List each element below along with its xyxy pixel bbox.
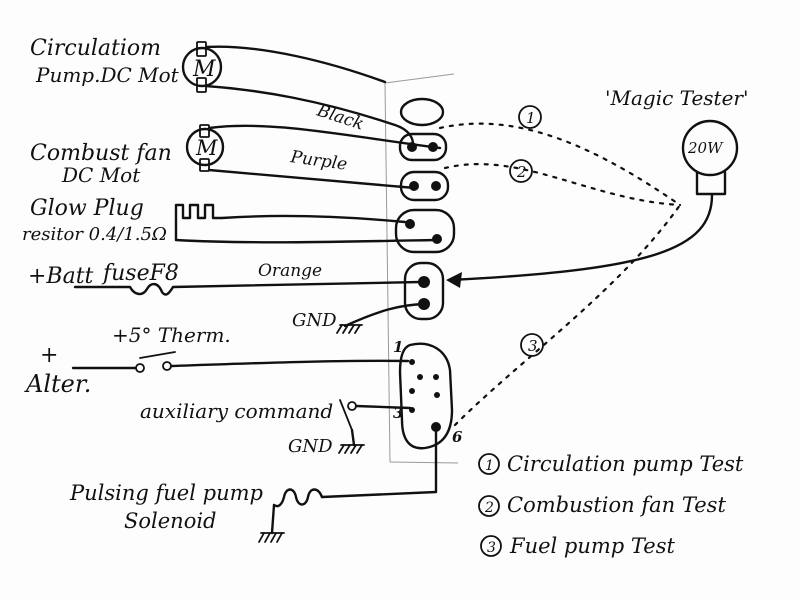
test-marker-2: 2 (509, 159, 533, 183)
gnd-label-aux: GND (288, 436, 333, 457)
glow-plug-resistor (174, 203, 224, 242)
svg-text:2: 2 (484, 500, 494, 516)
connector-blank-terminal (399, 97, 445, 127)
test-marker-3: 3 (520, 333, 544, 357)
aux-command-label: auxiliary command (140, 399, 333, 423)
wire-label-orange: Orange (258, 261, 322, 281)
circulation-pump-motor-symbol: M (192, 57, 216, 82)
aux-switch-lever (339, 399, 353, 431)
panel-top-edge (384, 73, 455, 84)
probe-line-3 (453, 203, 682, 427)
gnd-label-top: GND (292, 310, 337, 331)
probe-line-1 (438, 122, 682, 207)
alternator-label: Alter. (24, 370, 91, 398)
pin-label-6: 6 (452, 428, 463, 446)
connector-comb-fan (399, 170, 450, 202)
wire-label-black: Black (314, 100, 367, 134)
test-marker-1: 1 (518, 105, 542, 129)
legend-text-1: Circulation pump Test (507, 452, 744, 476)
arrow-to-battery-terminal (446, 272, 462, 288)
glow-plug-label-1: Glow Plug (30, 196, 144, 221)
connector-circ-pump (398, 132, 448, 162)
probe-line-2 (443, 163, 682, 207)
combustion-fan-label-2: DC Mot (61, 163, 141, 187)
legend-item-1: 1 Circulation pump Test (478, 452, 744, 476)
legend: 1 Circulation pump Test 2 Combustion fan… (478, 452, 744, 558)
legend-text-2: Combustion fan Test (507, 493, 726, 517)
glow-plug-label-2: resitor 0.4/1.5Ω (22, 224, 167, 245)
svg-text:3: 3 (528, 337, 538, 355)
ground-symbol-top (336, 324, 363, 334)
wire-fan-top (207, 124, 442, 150)
svg-text:3: 3 (487, 540, 496, 556)
wire-aux (354, 404, 412, 410)
circulation-pump-label-1: Circulatiom (30, 36, 161, 61)
panel-bottom-edge (389, 461, 459, 464)
wire-glow-top (220, 214, 407, 224)
circulation-pump-label-2: Pump.DC Mot (35, 63, 180, 87)
pin-label-1: 1 (393, 338, 403, 356)
legend-text-3: Fuel pump Test (509, 534, 675, 558)
fuel-solenoid-label-1: Pulsing fuel pump (69, 481, 263, 505)
ground-symbol-aux (338, 444, 365, 454)
svg-text:2: 2 (516, 163, 527, 181)
panel-left-edge (384, 82, 391, 463)
battery-label: +Batt (28, 264, 94, 289)
connector-6-pin (398, 342, 454, 450)
svg-text:1: 1 (526, 109, 536, 127)
alternator-plus-label: + (40, 343, 58, 368)
wire-tester-to-battery (448, 193, 714, 282)
combustion-fan-label-1: Combust fan (30, 141, 172, 166)
connector-glow-plug (394, 208, 456, 254)
wire-purple (207, 168, 417, 190)
wire-gnd-top (343, 302, 426, 328)
svg-text:1: 1 (485, 458, 494, 474)
combustion-fan-motor-symbol: M (195, 136, 218, 160)
combustion-fan-motor: M (185, 124, 225, 172)
fuel-solenoid-coil (272, 488, 324, 508)
tester-rating-label: 20W (687, 139, 724, 157)
wire-black (204, 84, 414, 150)
legend-item-2: 2 Combustion fan Test (478, 493, 726, 517)
ground-symbol-fuel (258, 532, 285, 543)
wire-label-purple: Purple (288, 147, 348, 175)
wire-orange (73, 280, 422, 296)
wire-fuel-pin6 (320, 428, 438, 499)
legend-item-3: 3 Fuel pump Test (480, 534, 675, 558)
pin-label-3: 3 (393, 404, 403, 422)
wire-thermostat (169, 359, 410, 368)
fuse-label: fuseF8 (101, 261, 179, 286)
thermostat-label: +5° Therm. (112, 323, 231, 347)
tester-lamp: 20W (681, 119, 739, 196)
fuel-solenoid-label-2: Solenoid (124, 509, 217, 533)
thermostat-switch (139, 351, 176, 359)
magic-tester-title: 'Magic Tester' (605, 86, 748, 110)
connector-battery (403, 261, 445, 321)
wire-aux-gnd (350, 428, 356, 447)
circulation-pump-motor: M (181, 41, 223, 93)
wire-circ-pump-top (204, 45, 387, 84)
wire-fuel-gnd (270, 503, 276, 535)
thermostat-contact-left (135, 363, 145, 373)
